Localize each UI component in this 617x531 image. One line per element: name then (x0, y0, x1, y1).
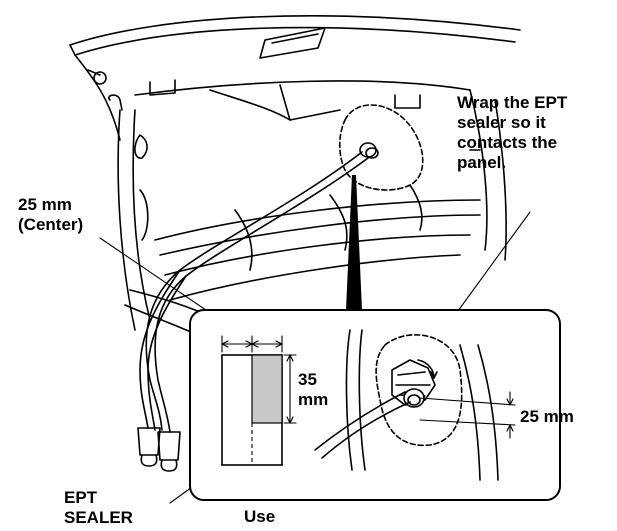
wrap-note-line3: contacts the (457, 133, 558, 152)
height-dimension (283, 354, 297, 424)
ept-sealer-label: EPT SEALER (64, 488, 133, 528)
center-dimension-label: 25 mm (Center) (18, 195, 83, 235)
grommet-area-main (338, 104, 424, 191)
detail-pointer (346, 175, 362, 310)
wrap-note-line4: panel. (457, 153, 507, 172)
grommet-area-detail (314, 329, 499, 481)
center-dimension-line1: 25 mm (18, 195, 72, 214)
trunk-lid-outline (69, 15, 521, 351)
height-dimension-label: 35 mm (298, 370, 328, 410)
ept-sealer-line2: SEALER (64, 508, 133, 527)
use-area (251, 354, 283, 424)
wrap-note-line1: Wrap the EPT (457, 93, 568, 112)
antenna-cable (137, 151, 369, 472)
use-label-text: Use (244, 507, 276, 526)
wrap-note-line2: sealer so it (457, 113, 546, 132)
edge-dimension-label: 25 mm (520, 407, 574, 427)
height-dimension-line1: 35 (298, 370, 317, 389)
wrap-note: Wrap the EPT sealer so it contacts the p… (457, 93, 567, 173)
height-dimension-line2: mm (298, 390, 329, 409)
width-dimension (221, 335, 283, 353)
center-dimension-line2: (Center) (18, 215, 84, 234)
edge-dimension-text: 25 mm (520, 407, 574, 426)
ept-sealer-strip (221, 354, 283, 466)
ept-sealer-line1: EPT (64, 488, 98, 507)
edge-dimension (419, 391, 516, 439)
use-label: Use (244, 507, 275, 527)
